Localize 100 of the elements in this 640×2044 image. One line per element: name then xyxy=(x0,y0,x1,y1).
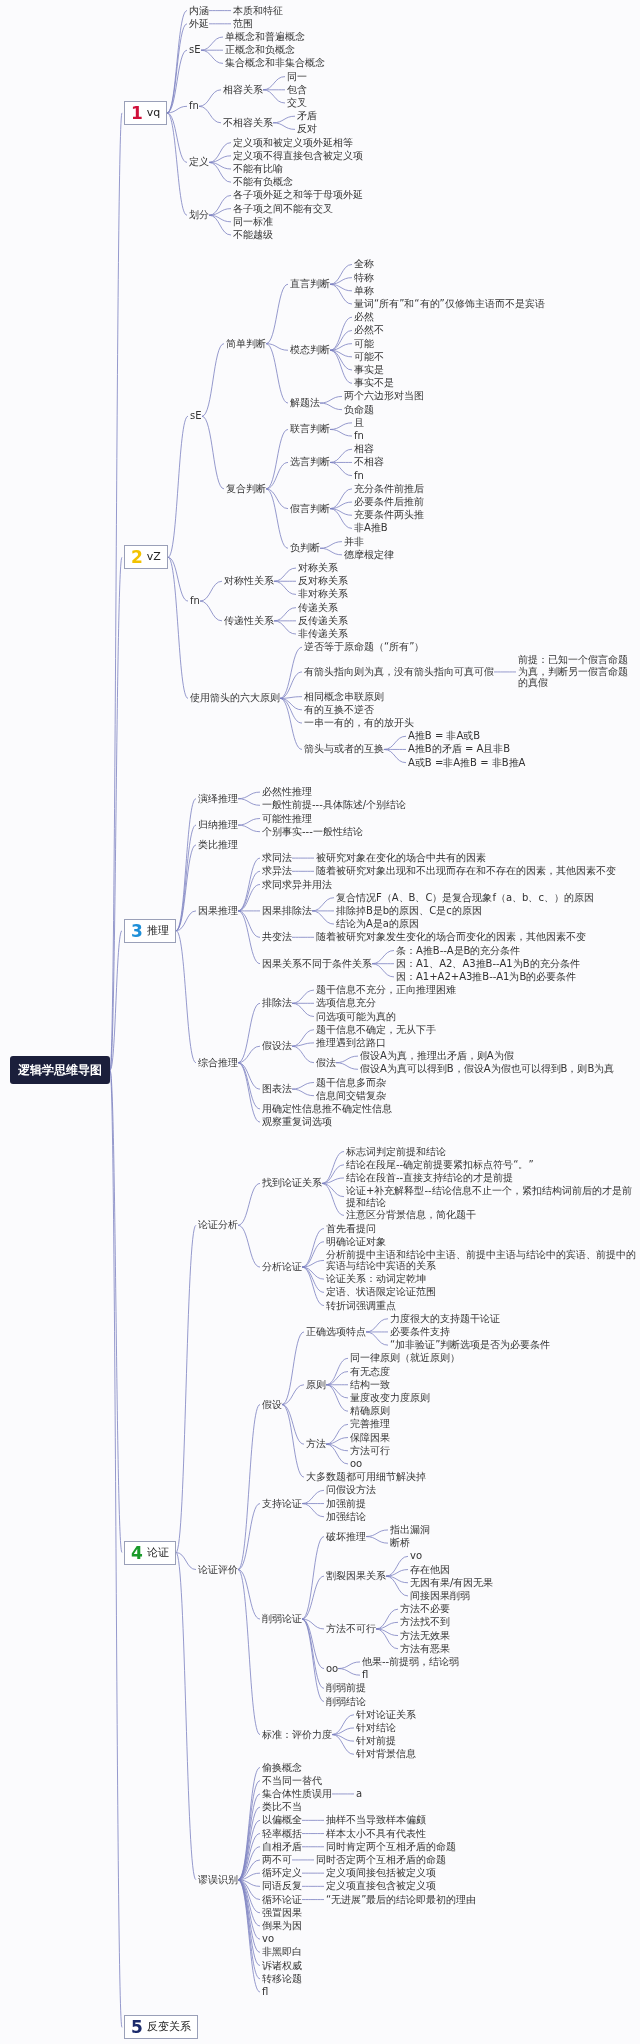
branch-label: 本质和特征 xyxy=(233,4,283,17)
connector xyxy=(262,89,286,104)
branch-label: 求同求异并用法 xyxy=(262,878,332,890)
branch-label: 假设法 xyxy=(262,1040,292,1052)
branch-label: 有箭头指向则为真，没有箭头指向可真可假 xyxy=(304,665,494,678)
branch-label: 循环论证 xyxy=(262,1893,302,1906)
connector xyxy=(291,989,315,1004)
branch-label: 分析论证 xyxy=(262,1261,302,1273)
branch-label: 标准：评价力度 xyxy=(262,1728,332,1741)
branch-label: 同一律原则（就近原则） xyxy=(350,1352,460,1364)
connector xyxy=(237,1062,261,1123)
connector xyxy=(166,105,188,114)
connector xyxy=(208,214,232,236)
branch-label: 不当同一替代 xyxy=(262,1774,322,1787)
branch-label: 被研究对象在变化的场合中共有的因素 xyxy=(316,852,486,864)
connector xyxy=(365,1331,389,1346)
branch-label: 问假设方法 xyxy=(326,1484,376,1496)
branch-label: 强置因果 xyxy=(262,1906,302,1919)
branch-label: 针对论证关系 xyxy=(356,1708,416,1721)
branch-label: 必要条件支持 xyxy=(390,1325,450,1338)
branch-label: 间接因果削弱 xyxy=(410,1589,470,1602)
branch-label: 不相容 xyxy=(354,456,384,468)
connector xyxy=(208,208,232,216)
branch-label: 条：A推B--A是B的充分条件 xyxy=(396,944,521,956)
branch-label: 同时否定两个互相矛盾的命题 xyxy=(316,1853,446,1866)
branch-label: 必然性推理 xyxy=(262,786,312,798)
branch-label: 全称 xyxy=(354,258,374,270)
connector xyxy=(291,936,315,938)
branch-label: 对称性关系 xyxy=(224,575,274,587)
connector xyxy=(301,1872,325,1874)
branch-label: 因果关系不同于条件关系 xyxy=(262,957,372,970)
branch-label: 相容 xyxy=(354,443,374,455)
connector xyxy=(329,264,353,285)
branch-label: 量度改变力度原则 xyxy=(350,1391,430,1404)
branch-label: 自相矛盾 xyxy=(262,1840,302,1853)
topic-box xyxy=(124,545,168,570)
connector xyxy=(201,343,225,417)
branch-label: 方法不可行 xyxy=(326,1622,376,1635)
branch-label: 传递关系 xyxy=(298,601,338,614)
connector xyxy=(321,1183,345,1216)
connector xyxy=(273,580,297,595)
branch-label: 归纳推理 xyxy=(198,819,238,831)
connector xyxy=(291,1042,315,1047)
branch-label: 定语、状语限定论证范围 xyxy=(326,1286,436,1298)
branch-label: 必然不 xyxy=(354,324,384,336)
branch-label: 排除法 xyxy=(262,997,292,1009)
connector xyxy=(385,1569,409,1577)
topic-box xyxy=(124,100,168,125)
connector xyxy=(329,330,353,351)
branch-label: 各子项之间不能有交叉 xyxy=(233,202,333,215)
branch-label: vo xyxy=(410,1550,423,1562)
connector xyxy=(237,824,261,833)
connector xyxy=(301,1503,325,1518)
branch-label: 有的互换不逆否 xyxy=(304,703,374,716)
connector xyxy=(301,1228,325,1268)
topic-number: 2 xyxy=(131,547,143,568)
branch-label: 削弱结论 xyxy=(326,1695,366,1708)
connector xyxy=(237,1045,261,1064)
connector xyxy=(167,415,189,558)
branch-label: 无因有果/有因无果 xyxy=(410,1576,494,1589)
branch-label: 单称 xyxy=(354,284,374,297)
branch-label: fn xyxy=(354,469,364,482)
branch-label: 假设A为真，推理出矛盾，则A为假 xyxy=(360,1050,514,1062)
connector xyxy=(200,36,224,51)
topic-box xyxy=(124,918,176,943)
connector xyxy=(383,735,407,750)
branch-label: 结论在段尾--确定前提要紧扣标点符号“。” xyxy=(346,1158,534,1171)
branch-label: 破坏推理 xyxy=(326,1530,366,1543)
connector xyxy=(198,105,222,124)
branch-label: 方法不必要 xyxy=(400,1603,450,1615)
connector xyxy=(200,49,224,64)
topic-box xyxy=(124,1540,176,1565)
branch-label: 题干信息不确定，无从下手 xyxy=(316,1023,436,1036)
connector xyxy=(291,1082,315,1090)
branch-label: fl xyxy=(262,1985,269,1998)
branch-label: 对称关系 xyxy=(298,562,338,574)
connector xyxy=(329,462,353,477)
branch-label: 推理遇到岔路口 xyxy=(316,1036,386,1049)
branch-label: 反对称关系 xyxy=(298,575,348,587)
branch-label: 非A推B xyxy=(354,522,388,534)
connector xyxy=(201,415,225,490)
branch-label: 明确论证对象 xyxy=(326,1235,386,1248)
branch-label: 论证+补充解释型--结论信息不止一个，紧扣结构词前后的才是前提和结论 xyxy=(346,1185,636,1209)
branch-label: 诉诸权威 xyxy=(262,1959,302,1972)
connector xyxy=(291,1002,315,1017)
branch-label: 共变法 xyxy=(262,931,292,943)
branch-label: 方法找不到 xyxy=(400,1616,450,1628)
connector xyxy=(265,343,289,404)
branch-label: 包含 xyxy=(287,83,307,96)
branch-label: 直言判断 xyxy=(290,278,330,290)
connector xyxy=(325,1437,349,1445)
connector xyxy=(321,1164,345,1184)
branch-label: 负判断 xyxy=(290,542,320,554)
connector xyxy=(371,963,395,978)
branch-label: 求异法 xyxy=(262,865,292,877)
branch-label: “加非验证”判断选项是否为必要条件 xyxy=(390,1339,551,1351)
branch-label: 一般性前提---具体陈述/个别结论 xyxy=(262,799,407,811)
branch-label: 方法 xyxy=(306,1438,326,1450)
topic-label: 反变关系 xyxy=(146,2019,191,2036)
connector xyxy=(265,488,289,510)
